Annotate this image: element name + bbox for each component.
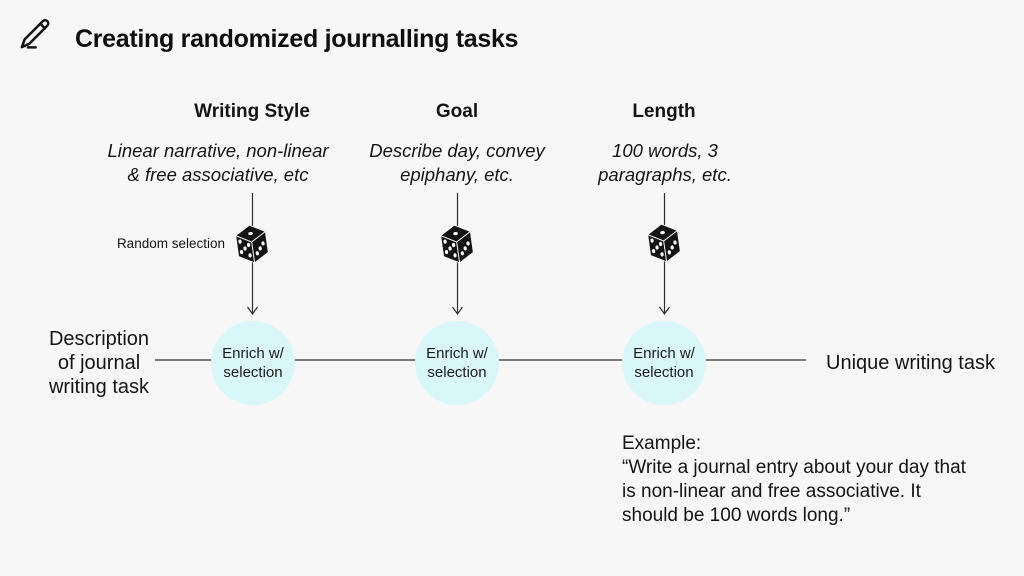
enrich-node-goal: Enrich w/ selection [415,321,499,405]
column-description-length: 100 words, 3 paragraphs, etc. [598,140,732,185]
flow-output-label: Unique writing task [826,352,995,374]
flow-input-label: Description of journal writing task [48,328,150,398]
pencil-icon [20,19,50,49]
arrowhead-3 [659,306,670,316]
random-selection-label: Random selection [116,236,225,251]
column-header-length: Length [632,101,696,122]
column-description-goal: Describe day, convey epiphany, etc. [369,140,545,185]
example-heading: Example: [622,433,702,454]
enrich-node-label: Enrich w/ selection [222,344,284,382]
dice-icon [647,223,681,263]
column-header-goal: Goal [435,101,479,122]
enrich-node-label: Enrich w/ selection [426,344,488,382]
example-quote: “Write a journal entry about your day th… [622,457,966,526]
page-title: Creating randomized journalling tasks [75,25,519,53]
arrowhead-1 [247,306,258,316]
enrich-node-length: Enrich w/ selection [622,321,706,405]
dice-icon [235,224,269,264]
arrowhead-2 [452,306,463,316]
enrich-node-label: Enrich w/ selection [633,344,695,382]
enrich-node-writing-style: Enrich w/ selection [211,321,295,405]
example-block: Example: “Write a journal entry about yo… [622,432,1012,528]
dice-icon [440,224,474,264]
column-header-writing-style: Writing Style [194,101,310,122]
column-description-writing-style: Linear narrative, non-linear & free asso… [107,140,329,185]
